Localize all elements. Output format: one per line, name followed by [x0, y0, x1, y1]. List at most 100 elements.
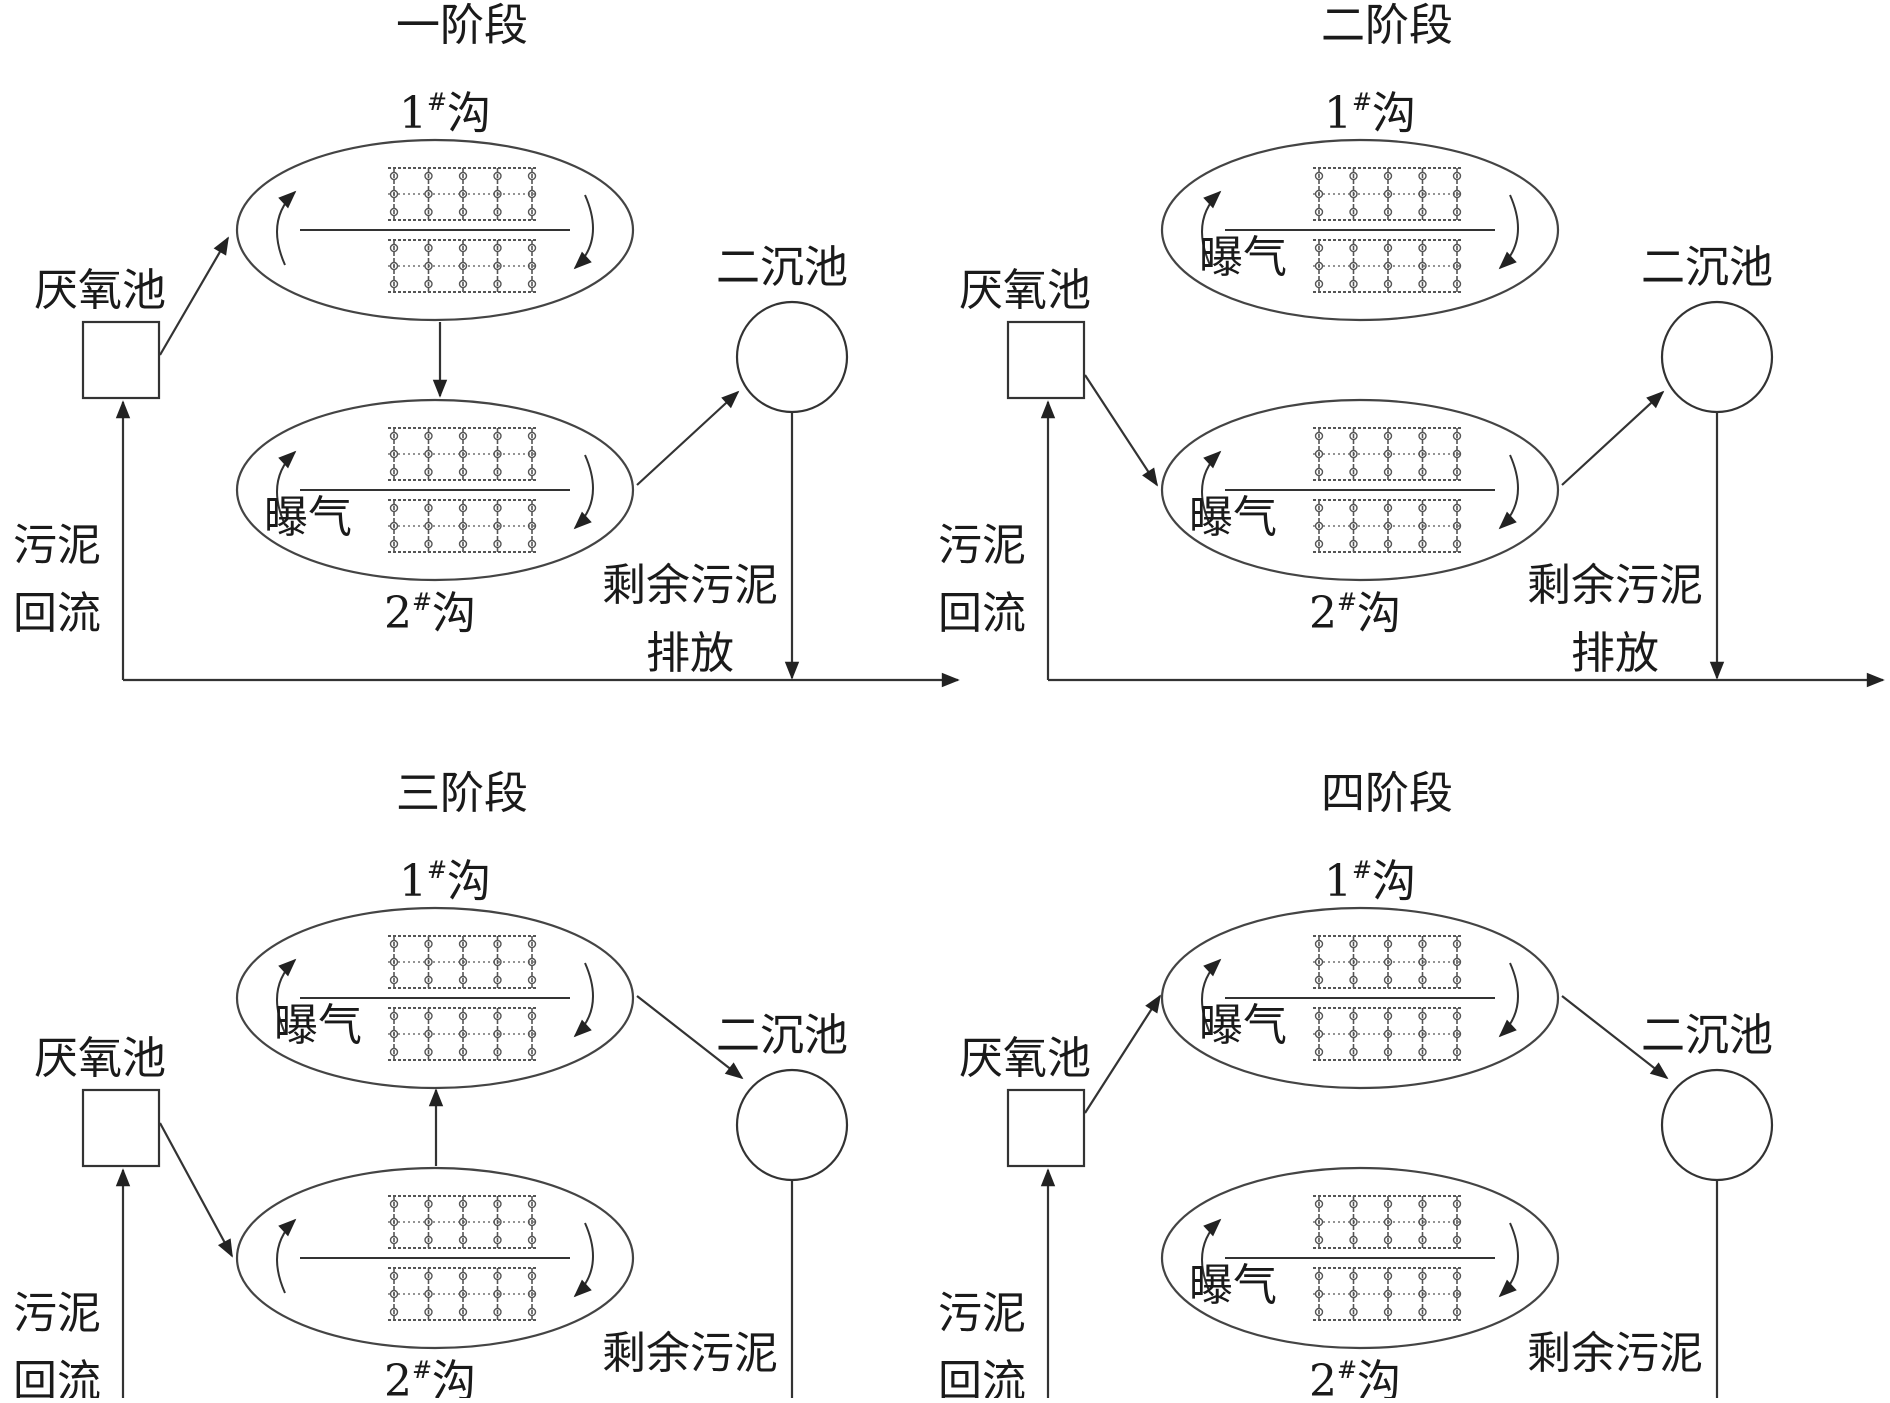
rotor-disc — [493, 1047, 502, 1057]
circulation-arrow-right — [573, 962, 594, 1038]
rotor-disc — [389, 243, 399, 253]
rotor-disc — [1314, 207, 1324, 217]
circulation-arrow-left — [1201, 1218, 1222, 1294]
return-sludge-label-line-1: 污泥 — [938, 520, 1026, 571]
rotor-disc — [458, 1289, 468, 1299]
rotor-disc — [1383, 1199, 1393, 1209]
flow-anaerobic-to-ditch-2 — [1084, 374, 1158, 487]
circulation-arrow-left — [276, 1218, 297, 1294]
rotor-disc — [1418, 521, 1427, 531]
clarifier-label: 二沉池 — [1641, 1010, 1773, 1061]
return-sludge-label-line-1: 污泥 — [13, 1288, 101, 1339]
ditch-name: 沟 — [432, 588, 476, 639]
rotor-disc — [1349, 539, 1358, 549]
rotor-disc — [424, 279, 433, 289]
rotor-disc — [493, 243, 502, 253]
rotor-disc — [1452, 957, 1462, 967]
rotor-disc — [458, 1047, 468, 1057]
ditch-superscript: # — [427, 88, 447, 116]
return-sludge-label-line-2: 回流 — [13, 588, 101, 639]
rotor-disc — [458, 1029, 468, 1039]
anaerobic-tank-label: 厌氧池 — [34, 1033, 166, 1084]
ditch-number: 2 — [1309, 1356, 1337, 1398]
rotor-disc — [424, 431, 433, 441]
clarifier-label: 二沉池 — [716, 242, 848, 293]
rotor-disc — [1452, 243, 1462, 253]
rotor-disc — [424, 539, 433, 549]
rotor-disc — [1314, 939, 1324, 949]
rotor-disc — [527, 1307, 537, 1317]
ditch-1 — [235, 138, 635, 322]
rotor-disc — [1314, 1235, 1324, 1245]
rotor-disc — [1418, 975, 1427, 985]
rotor-disc — [1314, 1271, 1324, 1281]
waste-sludge-label-line-2: 排放 — [646, 628, 734, 679]
circulation-arrow-left — [276, 450, 297, 526]
anaerobic-tank-label: 厌氧池 — [959, 1033, 1091, 1084]
rotor-disc — [1383, 467, 1393, 477]
rotor-disc — [1383, 1011, 1393, 1021]
rotor-disc — [424, 1199, 433, 1209]
rotor-disc — [493, 1029, 502, 1039]
rotor-disc — [527, 243, 537, 253]
rotor-disc — [458, 1271, 468, 1281]
return-sludge-label-line-2: 回流 — [13, 1356, 101, 1398]
ditch-superscript: # — [1352, 856, 1372, 884]
ditch-ellipse — [1160, 906, 1560, 1090]
rotor-disc — [527, 431, 537, 441]
clarifier-label: 二沉池 — [1641, 242, 1773, 293]
aeration-label-ditch-2: 曝气 — [264, 492, 352, 543]
flow-ditch-2-to-clarifier — [1561, 390, 1665, 486]
aeration-rotors — [388, 935, 538, 1061]
rotor-disc — [493, 207, 502, 217]
waste-sludge-label-line-2: 排放 — [1571, 628, 1659, 679]
ditch-ellipse — [235, 1166, 635, 1350]
rotor-disc — [424, 207, 433, 217]
aeration-rotors — [1313, 935, 1463, 1061]
circulation-arrow-left — [1201, 958, 1222, 1034]
stage-title: 三阶段 — [396, 768, 528, 819]
ditch-number: 2 — [1309, 588, 1337, 639]
stage-title: 四阶段 — [1321, 768, 1453, 819]
ditch-number: 1 — [399, 88, 427, 139]
ditch-ellipse — [235, 906, 635, 1090]
ditch-1-label: 1#沟 — [1324, 856, 1416, 907]
anaerobic-tank — [81, 320, 161, 400]
rotor-disc — [424, 1289, 433, 1299]
rotor-disc — [458, 1199, 468, 1209]
ditch-1-label: 1#沟 — [399, 856, 491, 907]
rotor-disc — [527, 1235, 537, 1245]
rotor-disc — [1349, 1011, 1358, 1021]
rotor-disc — [1383, 261, 1393, 271]
rotor-disc — [1349, 975, 1358, 985]
rotor-disc — [1383, 1289, 1393, 1299]
rotor-disc — [1383, 171, 1393, 181]
rotor-disc — [493, 449, 502, 459]
rotor-disc — [1349, 521, 1358, 531]
ditch-superscript: # — [412, 588, 432, 616]
rotor-disc — [1349, 1307, 1358, 1317]
rotor-disc — [1452, 1307, 1462, 1317]
rotor-disc — [1349, 503, 1358, 513]
ditch-name: 沟 — [1372, 88, 1416, 139]
rotor-disc — [493, 1199, 502, 1209]
rotor-disc — [1314, 449, 1324, 459]
anaerobic-tank — [1006, 1088, 1086, 1168]
rotor-disc — [1418, 1271, 1427, 1281]
rotor-disc — [1349, 207, 1358, 217]
rotor-disc — [1349, 1235, 1358, 1245]
circulation-arrow-right — [573, 454, 594, 530]
rotor-disc — [1418, 1011, 1427, 1021]
rotor-disc — [1418, 539, 1427, 549]
rotor-disc — [1383, 503, 1393, 513]
rotor-disc — [389, 1047, 399, 1057]
rotor-disc — [1452, 1047, 1462, 1057]
rotor-disc — [1314, 1307, 1324, 1317]
rotor-disc — [1418, 207, 1427, 217]
rotor-disc — [458, 521, 468, 531]
rotor-disc — [389, 539, 399, 549]
rotor-disc — [458, 171, 468, 181]
rotor-disc — [1418, 1217, 1427, 1227]
